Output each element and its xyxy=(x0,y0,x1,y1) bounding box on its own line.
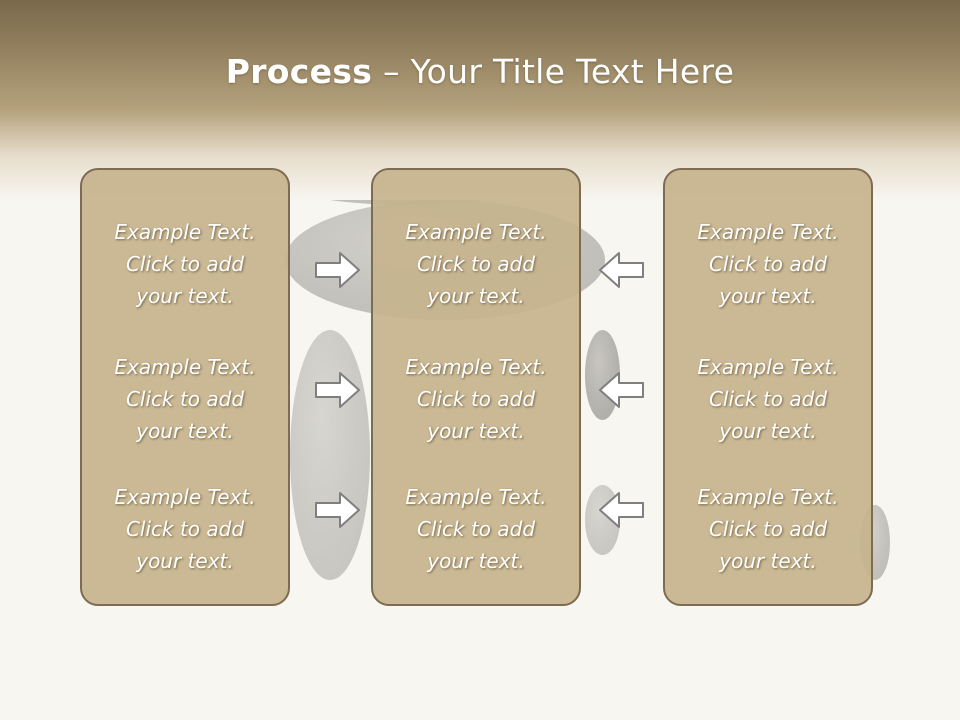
box-text[interactable]: Example Text. Click to add your text. xyxy=(373,351,579,447)
box-text[interactable]: Example Text. Click to add your text. xyxy=(82,216,288,312)
text-line: Example Text. xyxy=(114,485,256,509)
text-line: Example Text. xyxy=(114,220,256,244)
box-text[interactable]: Example Text. Click to add your text. xyxy=(373,216,579,312)
text-line: Example Text. xyxy=(697,220,839,244)
text-line: Click to add xyxy=(708,252,828,276)
text-line: Click to add xyxy=(125,517,245,541)
text-line: Click to add xyxy=(708,517,828,541)
text-line: your text. xyxy=(136,549,234,573)
stone-image xyxy=(290,330,370,580)
box-text[interactable]: Example Text. Click to add your text. xyxy=(665,481,871,577)
text-line: Click to add xyxy=(125,387,245,411)
text-line: Click to add xyxy=(125,252,245,276)
box-text[interactable]: Example Text. Click to add your text. xyxy=(665,351,871,447)
text-line: Click to add xyxy=(416,387,536,411)
stone-image xyxy=(585,330,620,420)
arrow-right-icon[interactable] xyxy=(314,370,362,410)
text-line: Example Text. xyxy=(405,220,547,244)
text-line: Click to add xyxy=(416,517,536,541)
text-line: your text. xyxy=(136,284,234,308)
text-line: Example Text. xyxy=(405,355,547,379)
title-band xyxy=(0,0,960,200)
text-line: Example Text. xyxy=(697,485,839,509)
text-line: Example Text. xyxy=(405,485,547,509)
text-line: your text. xyxy=(719,419,817,443)
text-line: your text. xyxy=(427,419,525,443)
text-line: Click to add xyxy=(708,387,828,411)
text-line: your text. xyxy=(719,549,817,573)
text-line: your text. xyxy=(427,284,525,308)
title-bold: Process xyxy=(225,52,373,91)
box-text[interactable]: Example Text. Click to add your text. xyxy=(82,351,288,447)
process-box-left[interactable]: Example Text. Click to add your text. Ex… xyxy=(80,168,290,606)
text-line: your text. xyxy=(136,419,234,443)
arrow-left-icon[interactable] xyxy=(597,370,645,410)
text-line: your text. xyxy=(719,284,817,308)
process-box-middle[interactable]: Example Text. Click to add your text. Ex… xyxy=(371,168,581,606)
title-text: – Your Title Text Here xyxy=(372,52,735,91)
arrow-right-icon[interactable] xyxy=(314,250,362,290)
text-line: Example Text. xyxy=(114,355,256,379)
arrow-right-icon[interactable] xyxy=(314,490,362,530)
box-text[interactable]: Example Text. Click to add your text. xyxy=(82,481,288,577)
box-text[interactable]: Example Text. Click to add your text. xyxy=(373,481,579,577)
arrow-left-icon[interactable] xyxy=(597,250,645,290)
process-box-right[interactable]: Example Text. Click to add your text. Ex… xyxy=(663,168,873,606)
text-line: Click to add xyxy=(416,252,536,276)
slide-title[interactable]: Process – Your Title Text Here xyxy=(0,52,960,91)
box-text[interactable]: Example Text. Click to add your text. xyxy=(665,216,871,312)
text-line: your text. xyxy=(427,549,525,573)
arrow-left-icon[interactable] xyxy=(597,490,645,530)
text-line: Example Text. xyxy=(697,355,839,379)
